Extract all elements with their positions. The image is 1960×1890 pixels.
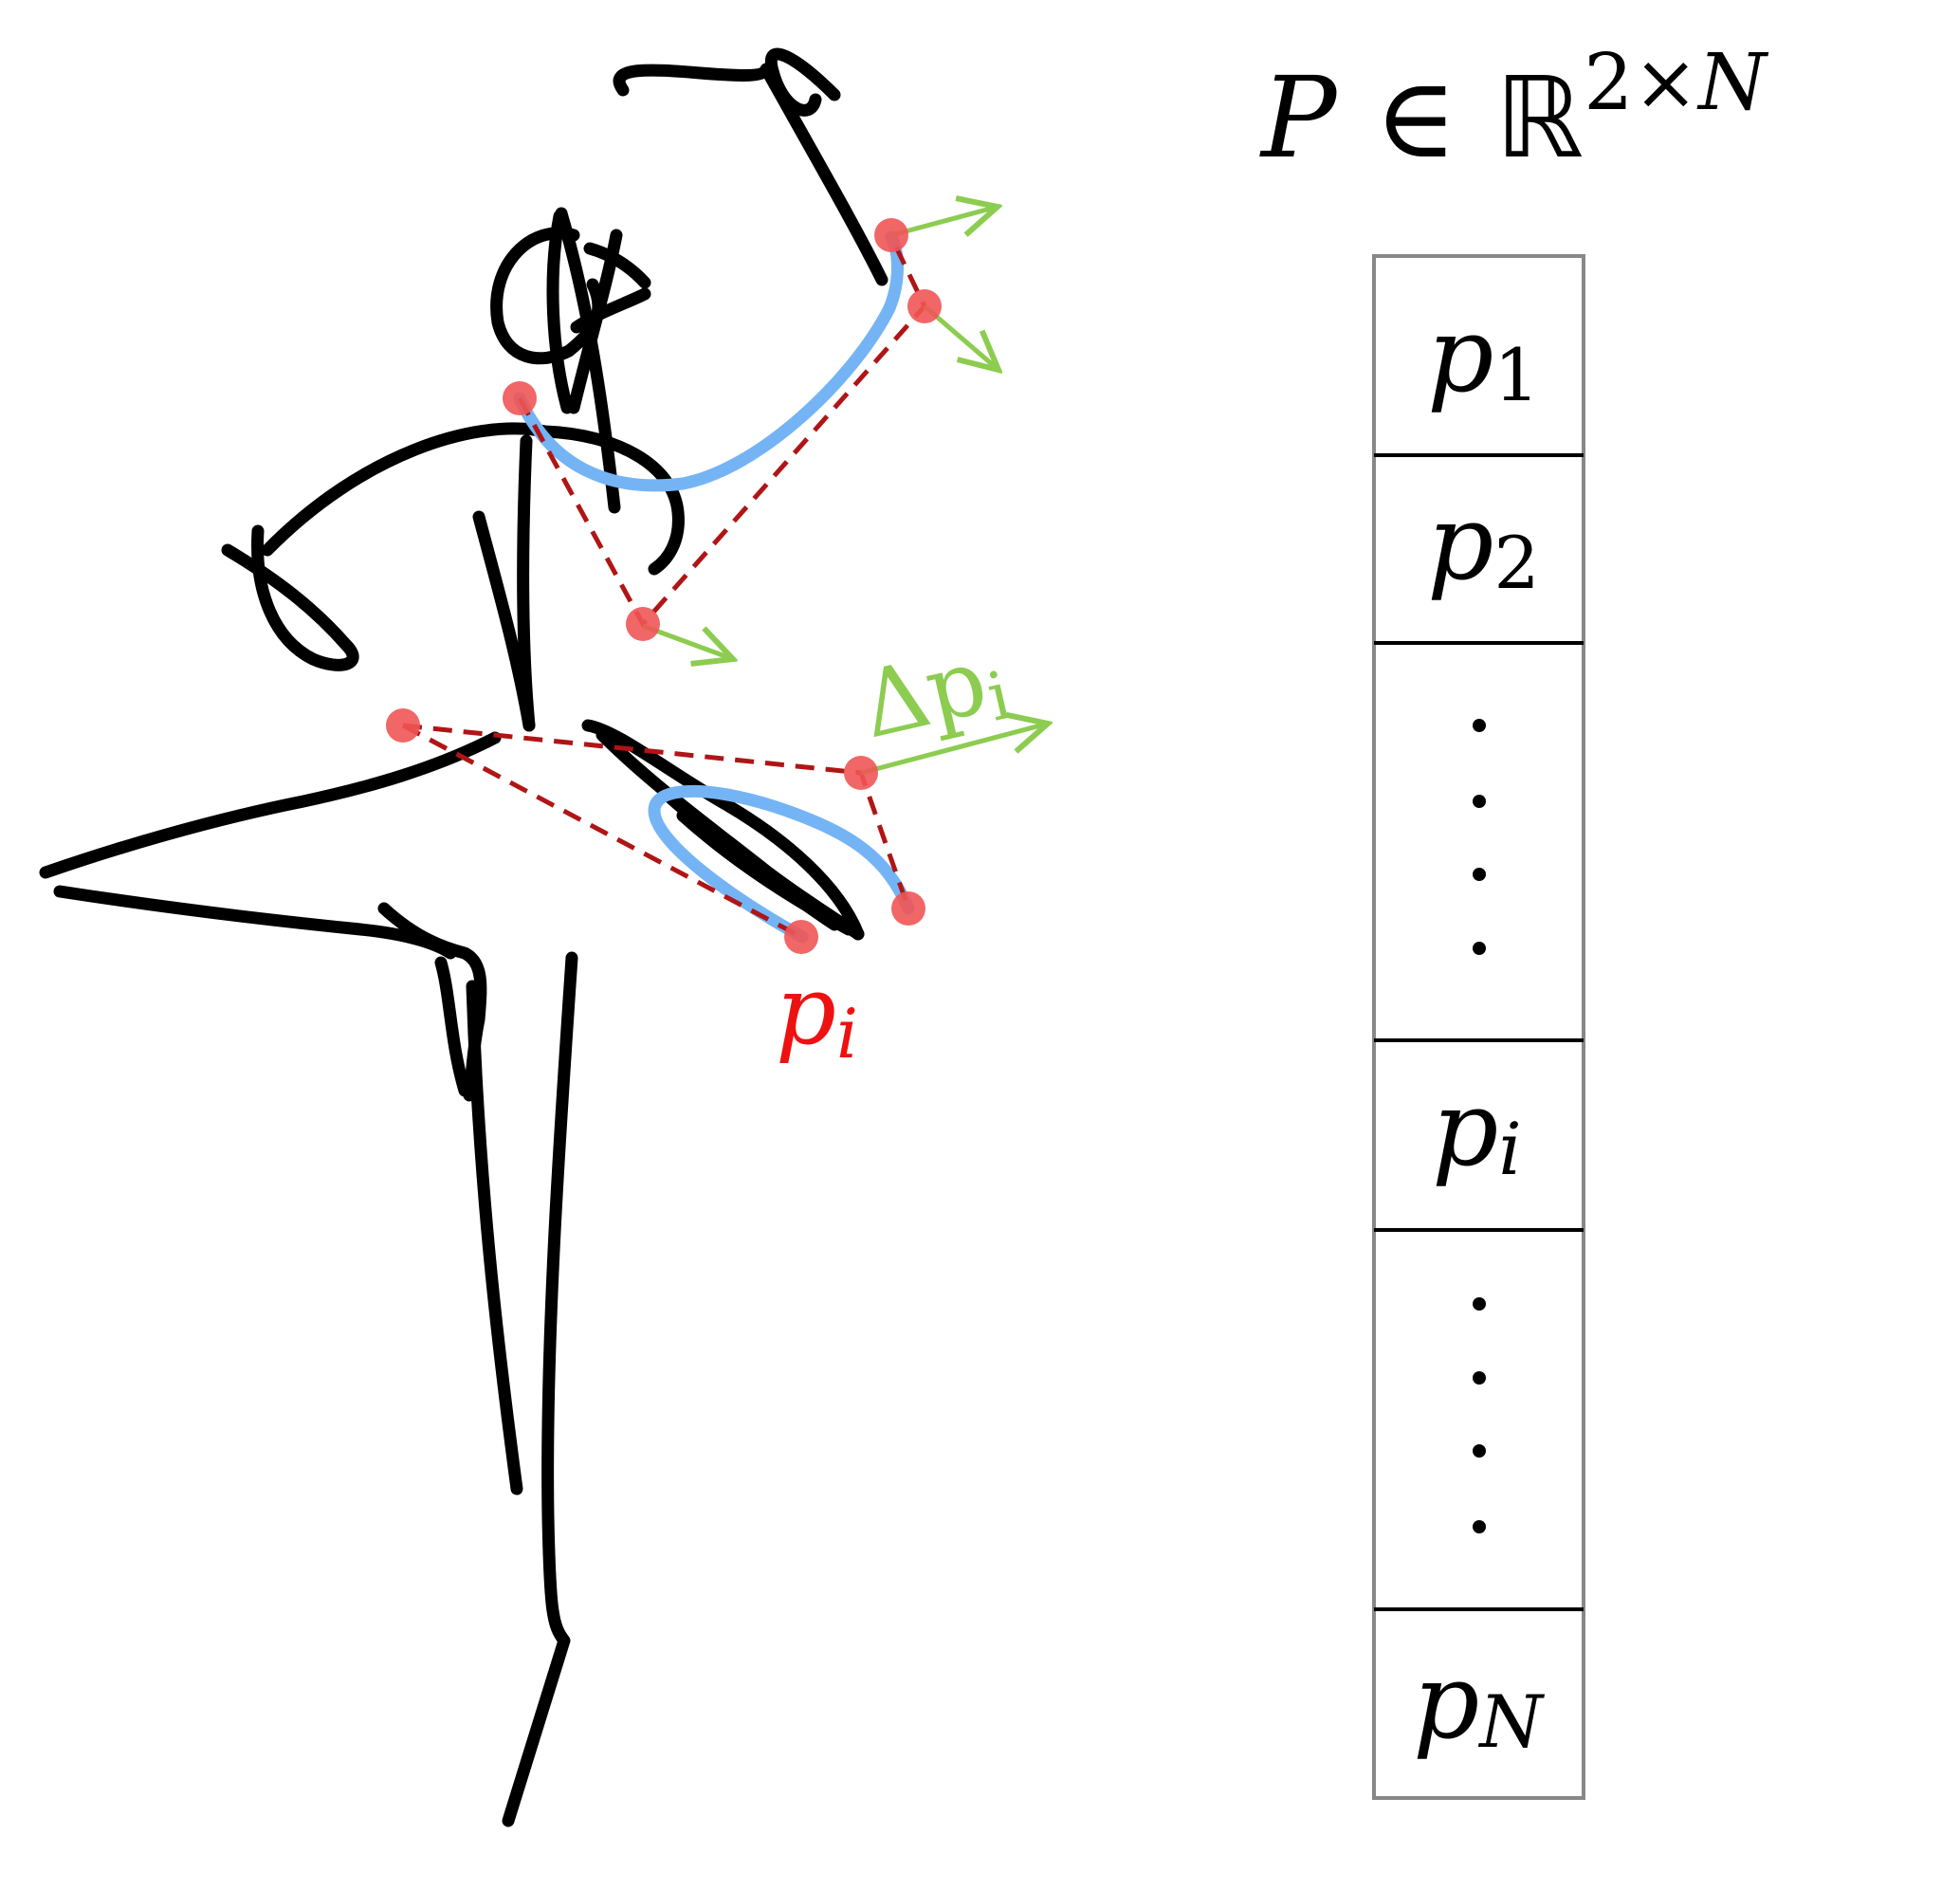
control-point (626, 607, 660, 641)
sketch-stroke-hip-inner (434, 956, 471, 1097)
sketch-stroke-raised-arm (613, 63, 888, 286)
vector-entry-pi: pi (1432, 1068, 1522, 1191)
label-delta-pi: Δpi (852, 623, 1018, 764)
sketch-stroke-standing-leg-front (502, 951, 578, 1827)
sketch-stroke-tutu-4 (676, 809, 855, 936)
arrow-delta-1 (890, 207, 998, 238)
sketch-stroke-head-inner-1 (546, 210, 574, 414)
sketch-stroke-tutu-1 (581, 719, 865, 941)
control-point (503, 381, 537, 415)
dancer-sketch (39, 47, 888, 1827)
vector-entry-p2: p2 (1427, 482, 1540, 605)
control-point (874, 218, 908, 252)
curve-upper (513, 230, 904, 492)
control-point (844, 756, 878, 790)
sketch-stroke-ext-leg-top (39, 731, 502, 879)
polygon-upper (517, 235, 927, 629)
vector-ellipsis-2 (1473, 1297, 1486, 1533)
vector-entry-p1: p1 (1427, 294, 1540, 417)
vector-entry-pN: pN (1413, 1641, 1545, 1764)
arrow-delta-i (860, 724, 1048, 776)
vector-table: p1 p2 pi pN (1372, 254, 1585, 1800)
sketch-stroke-head-inner-5 (570, 287, 651, 334)
equation-title: P∈ℝ2×N (1259, 38, 1769, 183)
sketch-stroke-left-arm (221, 524, 359, 671)
sketch-stroke-torso-back (472, 510, 536, 732)
sketch-stroke-tutu-2 (595, 728, 865, 941)
vector-box (1372, 254, 1585, 1800)
control-points (386, 218, 942, 954)
label-pi: pi (776, 955, 858, 1073)
control-point (386, 708, 420, 743)
sketch-stroke-head-inner-4 (583, 242, 651, 289)
sketch-stroke-shoulder-arc (261, 422, 685, 576)
curve-lower (648, 784, 915, 944)
sketch-stroke-standing-leg-back (466, 980, 523, 1495)
control-point (891, 891, 925, 926)
vector-ellipsis-1 (1473, 719, 1486, 955)
control-point-pi (784, 920, 818, 954)
sketch-stroke-raised-hand (764, 47, 841, 117)
fitted-curves (513, 230, 915, 944)
control-point (907, 289, 942, 323)
